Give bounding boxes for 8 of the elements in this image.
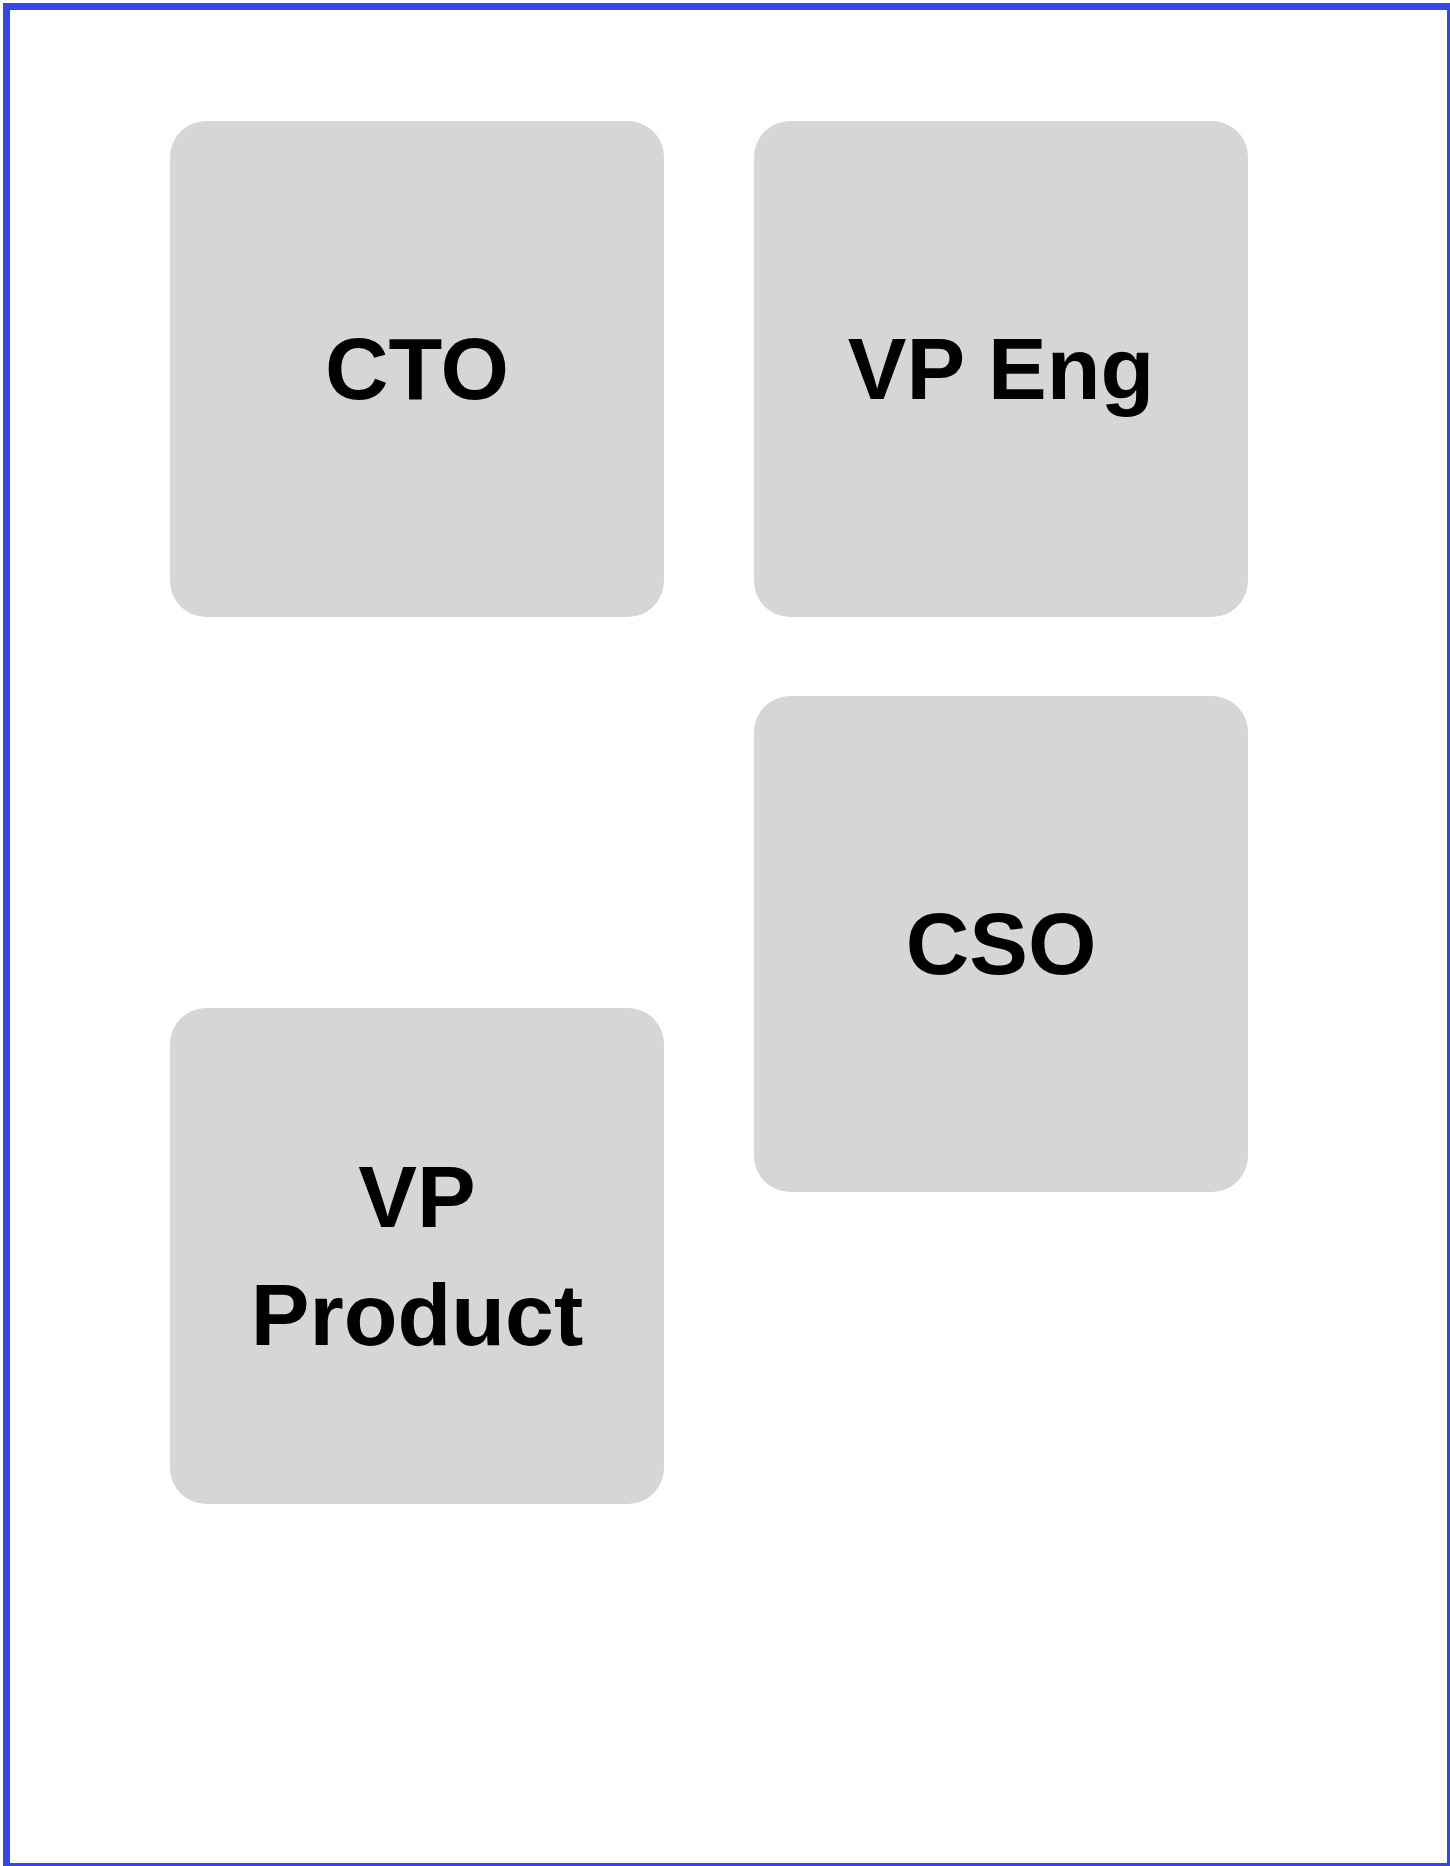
box-label: VP Product — [249, 1146, 585, 1366]
box-label: CSO — [904, 893, 1098, 995]
rounded-box — [170, 1008, 664, 1504]
box-label: CTO — [323, 318, 511, 420]
rounded-box — [754, 121, 1248, 617]
rounded-box — [754, 696, 1248, 1192]
box-label: VP Eng — [846, 318, 1156, 420]
rounded-box — [170, 121, 664, 617]
